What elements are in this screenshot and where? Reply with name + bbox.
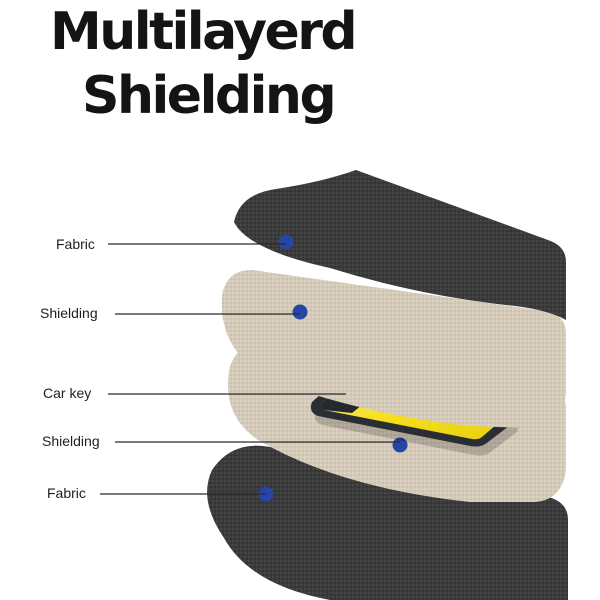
label-fabric-top: Fabric — [56, 236, 95, 252]
top-fabric-marker — [278, 234, 294, 250]
lower-shielding-marker — [392, 437, 408, 453]
page-title: Multilayerd Shielding — [0, 0, 600, 130]
upper-shielding-layer — [221, 270, 567, 428]
upper-shielding-marker — [292, 304, 308, 320]
label-shielding-lower: Shielding — [42, 433, 100, 449]
bottom-fabric-layer — [207, 445, 568, 600]
label-shielding-upper: Shielding — [40, 305, 98, 321]
label-fabric-bottom: Fabric — [47, 485, 86, 501]
title-line-2: Shielding — [82, 66, 337, 126]
title-line-1: Multilayerd — [50, 2, 358, 62]
label-car-key: Car key — [43, 385, 91, 401]
top-fabric-layer — [234, 170, 566, 320]
